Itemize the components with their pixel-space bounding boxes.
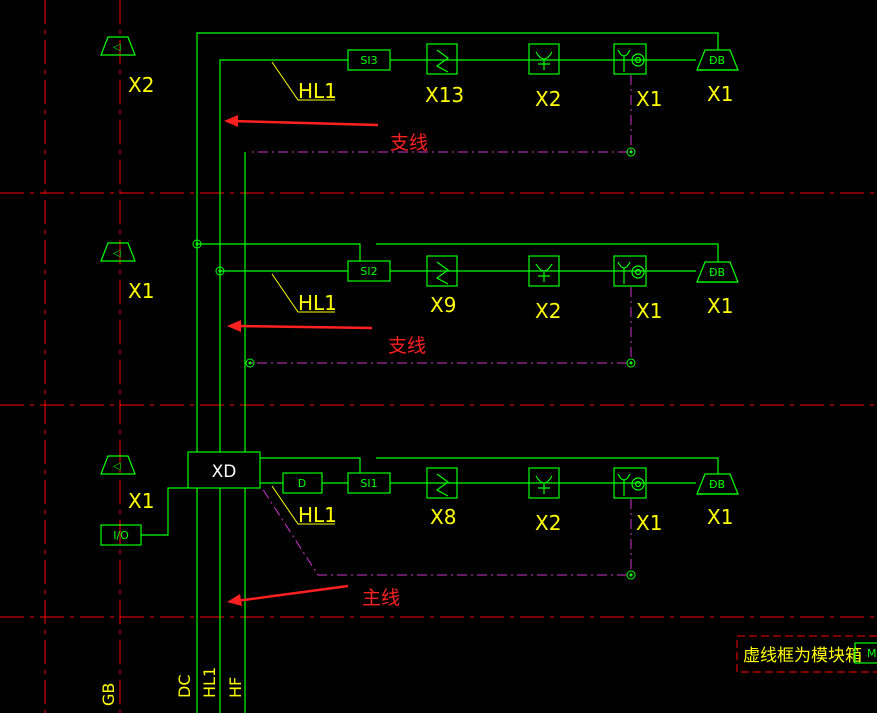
row-1-device-1: X13 xyxy=(425,83,464,107)
row-2-isolator: SI2 xyxy=(360,265,377,278)
vertical-buses xyxy=(196,32,376,713)
row-1-device-4: X1 xyxy=(707,82,733,106)
left-speakers xyxy=(100,36,136,475)
row-1-branch-label: HL1 xyxy=(298,79,337,103)
bus-label-dc: DC xyxy=(175,675,194,699)
bus-label-hl1: HL1 xyxy=(200,667,219,698)
row-2-device-4: X1 xyxy=(707,294,733,318)
bus-label-gb: GB xyxy=(99,683,118,706)
row-1-device-2: X2 xyxy=(535,87,561,111)
xd-box xyxy=(187,451,261,489)
row-3-device-1: X8 xyxy=(430,505,456,529)
row-2-device-1: X9 xyxy=(430,293,456,317)
row-2-device-3: X1 xyxy=(636,299,662,323)
row-3-device-3: X1 xyxy=(636,511,662,535)
svg-text:ÐB: ÐB xyxy=(709,266,725,279)
speaker-glyphs: ◁ ◁ ◁ xyxy=(113,42,121,472)
svg-text:◁: ◁ xyxy=(113,42,121,53)
row-1-annotation: 支线 xyxy=(390,132,428,154)
legend-box-label: M xyxy=(867,647,877,660)
xd-label: XD xyxy=(212,462,237,482)
row-3 xyxy=(260,457,739,499)
row-3-annotation: 主线 xyxy=(362,587,400,609)
row-1-isolator: SI3 xyxy=(360,54,377,67)
left-speaker-label-2: X1 xyxy=(128,279,154,303)
bus-label-hf: HF xyxy=(226,677,245,698)
row-3-extra-box: D xyxy=(298,477,306,490)
row-3-device-4: X1 xyxy=(707,505,733,529)
io-module-label: I/O xyxy=(113,529,129,542)
row-1 xyxy=(347,32,739,75)
row-2-device-2: X2 xyxy=(535,299,561,323)
svg-text:◁: ◁ xyxy=(113,248,121,259)
row-2 xyxy=(197,243,739,287)
legend-box xyxy=(854,642,877,664)
row-3-device-2: X2 xyxy=(535,511,561,535)
row-2-annotation: 支线 xyxy=(388,335,426,357)
row-1-device-3: X1 xyxy=(636,87,662,111)
legend-frame xyxy=(736,635,877,673)
left-speaker-label-3: X1 xyxy=(128,489,154,513)
legend-text: 虚线框为模块箱 xyxy=(743,646,862,666)
row-3-branch-label: HL1 xyxy=(298,503,337,527)
svg-text:ÐB: ÐB xyxy=(709,478,725,491)
svg-text:ÐB: ÐB xyxy=(709,54,725,67)
left-speaker-label-1: X2 xyxy=(128,73,154,97)
svg-text:◁: ◁ xyxy=(113,461,121,472)
row-2-branch-label: HL1 xyxy=(298,291,337,315)
row-3-isolator: SI1 xyxy=(360,477,377,490)
